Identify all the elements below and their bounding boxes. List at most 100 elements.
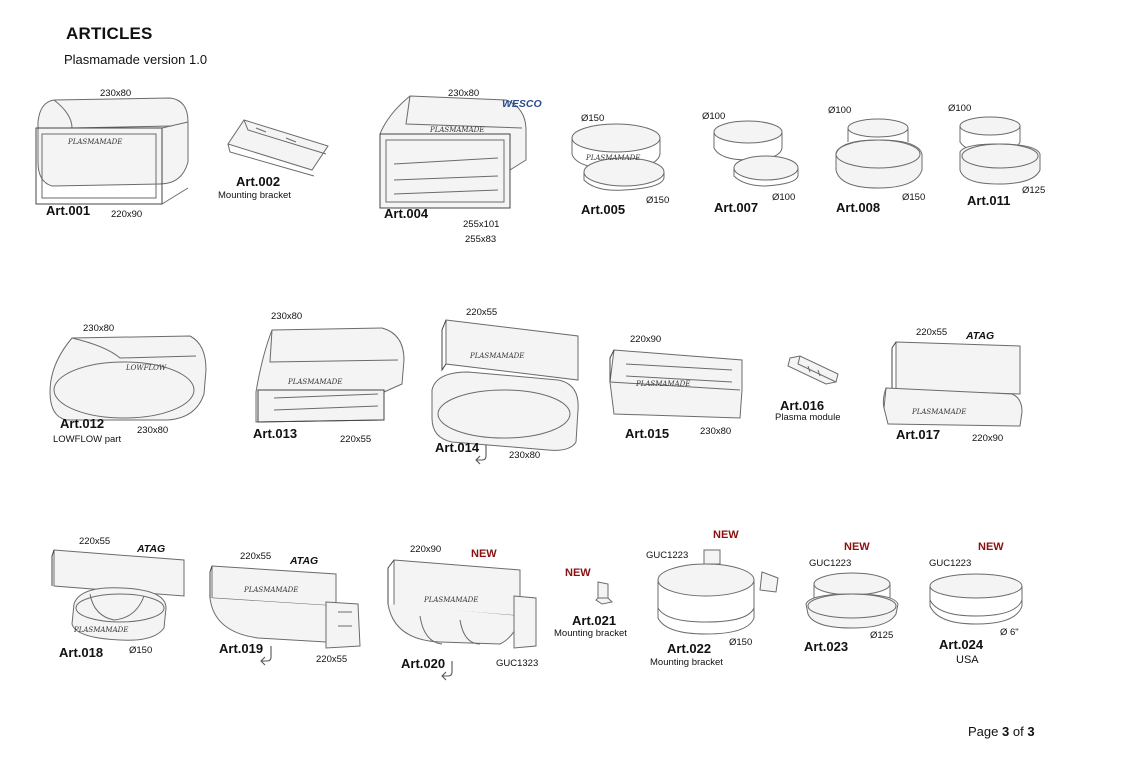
- page-title: ARTICLES: [66, 24, 153, 43]
- art-012-label: Art.012: [60, 416, 105, 431]
- art-004-dim-bottom2: 255x83: [465, 234, 497, 245]
- art-023-dim-bottom: Ø125: [870, 630, 894, 641]
- art-008-label: Art.008: [836, 200, 881, 215]
- svg-text:PLASMAMADE: PLASMAMADE: [469, 352, 524, 360]
- art-024-dim-top: GUC1223: [929, 558, 972, 569]
- art-013-label: Art.013: [253, 426, 298, 441]
- art-005-dim-bottom: Ø150: [646, 195, 670, 206]
- art-023-dim-top: GUC1223: [809, 558, 852, 569]
- art-018-label: Art.018: [59, 645, 104, 660]
- art-016-caption: Plasma module: [775, 412, 841, 423]
- art-019-dim-top: 220x55: [240, 551, 272, 562]
- art-014-dim-bottom: 230x80: [509, 450, 541, 461]
- svg-text:PLASMAMADE: PLASMAMADE: [423, 596, 478, 604]
- art-017-brand: ATAG: [966, 330, 995, 342]
- art-014-label: Art.014: [435, 440, 480, 455]
- art-014-dim-top: 220x55: [466, 307, 498, 318]
- art-005-drawing: PLASMAMADE: [571, 123, 665, 191]
- svg-text:PLASMAMADE: PLASMAMADE: [429, 126, 484, 134]
- art-004-label: Art.004: [384, 206, 429, 221]
- art-001-dim-top: 230x80: [100, 88, 132, 99]
- art-017-dim-bottom: 220x90: [972, 433, 1004, 444]
- art-017-drawing: PLASMAMADE: [882, 341, 1023, 427]
- art-020-label: Art.020: [401, 656, 446, 671]
- art-013-dim-bottom: 220x55: [340, 434, 372, 445]
- art-012-drawing: LOWFLOW: [49, 335, 207, 421]
- art-019-drawing: PLASMAMADE: [209, 565, 361, 649]
- page-total: 3: [1027, 724, 1035, 739]
- art-005-dim-top: Ø150: [581, 113, 605, 124]
- art-019-rotate-arrow-icon: [260, 645, 275, 666]
- art-008-dim-top: Ø100: [828, 105, 852, 116]
- art-004-dim-top: 230x80: [448, 88, 480, 99]
- svg-text:LOWFLOW: LOWFLOW: [125, 364, 167, 372]
- art-024-dim-bottom: Ø 6": [1000, 627, 1019, 638]
- art-016-label: Art.016: [780, 398, 825, 413]
- art-014-drawing: PLASMAMADE: [431, 319, 579, 451]
- art-001-drawing: PLASMAMADE: [35, 97, 189, 205]
- art-017-dim-top: 220x55: [916, 327, 948, 338]
- art-022-dim-bottom: Ø150: [729, 637, 753, 648]
- art-011-drawing: [959, 116, 1041, 185]
- page-current: 3: [1002, 724, 1010, 739]
- art-011-dim-top: Ø100: [948, 103, 972, 114]
- art-017-label: Art.017: [896, 427, 941, 442]
- art-022-drawing: [657, 549, 779, 635]
- art-019-brand: ATAG: [290, 555, 319, 567]
- art-014-rotate-arrow-icon: [475, 444, 490, 465]
- art-024-caption: USA: [956, 654, 979, 666]
- art-015-dim-top: 220x90: [630, 334, 662, 345]
- art-012-dim-bottom: 230x80: [137, 425, 169, 436]
- art-016-drawing: [787, 355, 839, 385]
- art-002-drawing: [227, 119, 329, 177]
- art-013-dim-top: 230x80: [271, 311, 303, 322]
- art-008-dim-bottom: Ø150: [902, 192, 926, 203]
- art-008-drawing: [835, 118, 923, 189]
- art-011-label: Art.011: [967, 193, 1011, 208]
- page-prefix: Page: [968, 724, 999, 739]
- art-021-drawing: [595, 581, 614, 605]
- art-015-dim-bottom: 230x80: [700, 426, 732, 437]
- art-001-dim-bottom: 220x90: [111, 209, 143, 220]
- art-002-caption: Mounting bracket: [218, 190, 291, 201]
- art-007-dim-top: Ø100: [702, 111, 726, 122]
- art-015-label: Art.015: [625, 426, 670, 441]
- art-024-new-badge: NEW: [978, 541, 1004, 553]
- svg-text:PLASMAMADE: PLASMAMADE: [243, 586, 298, 594]
- art-020-drawing: PLASMAMADE: [387, 559, 537, 649]
- svg-text:PLASMAMADE: PLASMAMADE: [585, 154, 640, 162]
- art-019-label: Art.019: [219, 641, 264, 656]
- art-007-label: Art.007: [714, 200, 759, 215]
- art-002-label: Art.002: [236, 174, 281, 189]
- art-024-drawing: [929, 573, 1023, 625]
- art-005-label: Art.005: [581, 202, 626, 217]
- art-020-rotate-arrow-icon: [441, 660, 456, 681]
- art-023-label: Art.023: [804, 639, 849, 654]
- art-021-new-badge: NEW: [565, 567, 591, 579]
- art-023-drawing: [805, 572, 899, 629]
- art-007-drawing: [713, 120, 799, 187]
- art-018-drawing: PLASMAMADE: [51, 549, 185, 641]
- art-019-dim-bottom: 220x55: [316, 654, 348, 665]
- art-022-caption: Mounting bracket: [650, 657, 723, 668]
- art-020-dim-top: 220x90: [410, 544, 442, 555]
- art-001-label: Art.001: [46, 203, 91, 218]
- art-012-caption: LOWFLOW part: [53, 434, 122, 445]
- art-004-dim-bottom1: 255x101: [463, 219, 500, 230]
- art-024-label: Art.024: [939, 637, 984, 652]
- art-022-dim-top: GUC1223: [646, 550, 689, 561]
- art-021-caption: Mounting bracket: [554, 628, 627, 639]
- svg-text:PLASMAMADE: PLASMAMADE: [287, 378, 342, 386]
- art-022-label: Art.022: [667, 641, 712, 656]
- art-018-dim-bottom: Ø150: [129, 645, 153, 656]
- page-number: Page 3 of 3: [968, 724, 1035, 739]
- page-of: of: [1012, 724, 1024, 739]
- art-020-dim-bottom: GUC1323: [496, 658, 539, 669]
- art-011-dim-bottom: Ø125: [1022, 185, 1046, 196]
- art-021-label: Art.021: [572, 613, 617, 628]
- svg-text:PLASMAMADE: PLASMAMADE: [73, 626, 128, 634]
- page-subtitle: Plasmamade version 1.0: [64, 52, 208, 67]
- art-015-drawing: PLASMAMADE: [609, 349, 743, 419]
- art-023-new-badge: NEW: [844, 541, 870, 553]
- svg-text:PLASMAMADE: PLASMAMADE: [635, 380, 690, 388]
